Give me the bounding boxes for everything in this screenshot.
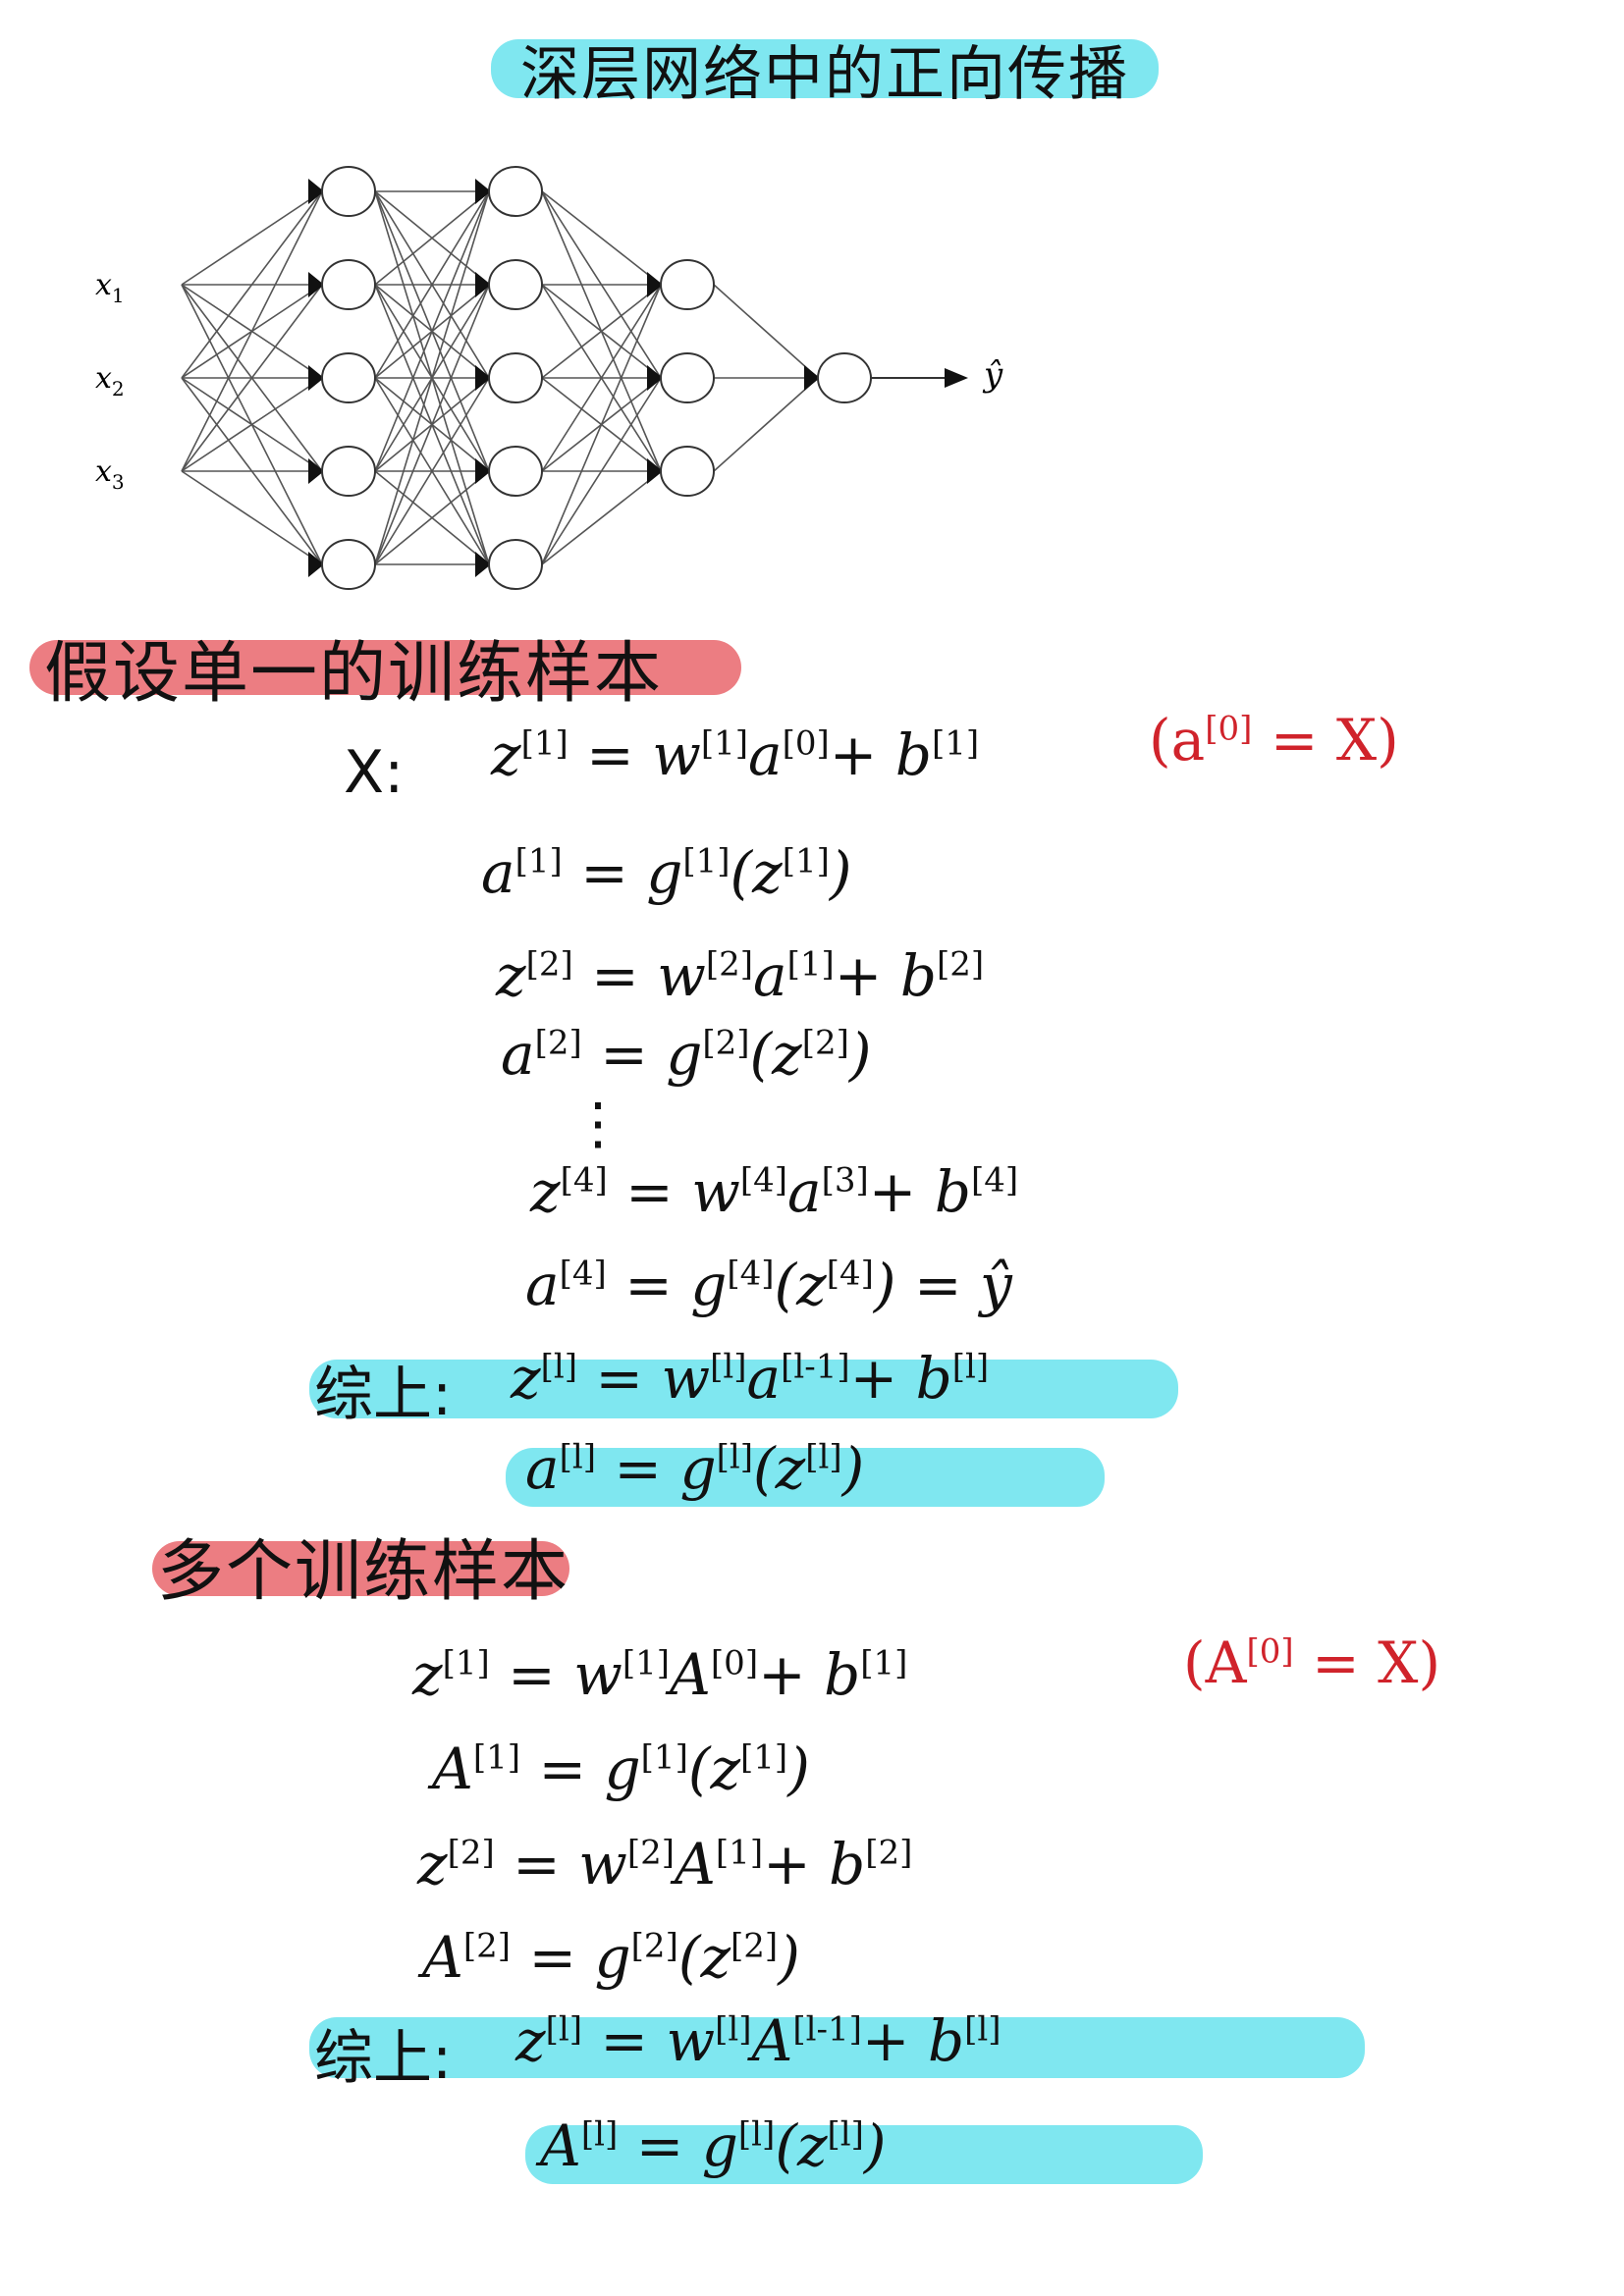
- edge-l2n4-l3n1: [541, 284, 662, 472]
- edge-l1n5-l2n1: [374, 190, 490, 565]
- neuron-l3n3: [660, 446, 715, 497]
- edge-l3n1-l4n1: [713, 284, 819, 379]
- single-heading-highlight: [29, 640, 741, 695]
- single-eq-6: a[4] = g[4](z[4]) = ŷ: [525, 1252, 1012, 1318]
- neuron-l1n4: [321, 446, 376, 497]
- neuron-l2n2: [488, 259, 543, 310]
- edge-l3n3-l4n1: [713, 377, 819, 472]
- neuron-arrow-icon: [308, 365, 324, 391]
- edge-l1n4-l2n1: [374, 190, 490, 472]
- neuron-l1n1: [321, 166, 376, 217]
- single-summary-eq-2: a[l] = g[l](z[l]): [525, 1435, 865, 1502]
- multi-eq-1: z[1] = w[1]A[0]+ b[1]: [412, 1641, 908, 1708]
- single-eq-4: a[2] = g[2](z[2]): [501, 1021, 872, 1088]
- network-nodes: [308, 166, 872, 590]
- neuron-arrow-icon: [647, 272, 663, 297]
- input-label-x2: x2: [95, 361, 125, 400]
- multi-note: (A[0] = X): [1183, 1629, 1441, 1696]
- neuron-l3n2: [660, 352, 715, 403]
- neuron-l2n5: [488, 539, 543, 590]
- page-title: 深层网络中的正向传播: [520, 39, 1129, 109]
- neuron-arrow-icon: [647, 365, 663, 391]
- edge-input3-l1n1: [181, 190, 323, 472]
- neuron-l3n1: [660, 259, 715, 310]
- multi-summary-highlight-2: [525, 2125, 1203, 2184]
- input-label-x3: x3: [95, 454, 125, 494]
- neuron-l4n1: [817, 352, 872, 403]
- edge-l1n5-l2n4: [374, 470, 490, 565]
- multi-eq-2: A[1] = g[1](z[1]): [432, 1735, 810, 1802]
- edge-l1n2-l2n1: [374, 190, 490, 286]
- edge-l1n3-l2n1: [374, 190, 490, 379]
- neuron-arrow-icon: [475, 458, 491, 484]
- multi-heading-highlight: [152, 1541, 569, 1596]
- edge-l2n5-l3n3: [541, 470, 662, 565]
- edge-l2n5-l3n2: [541, 377, 662, 565]
- single-eq-2: a[1] = g[1](z[1]): [481, 839, 852, 906]
- input-label-x1: x1: [95, 268, 125, 307]
- neuron-l2n1: [488, 166, 543, 217]
- edge-input1-l1n1: [181, 190, 323, 286]
- network-edges: [181, 190, 968, 565]
- neuron-l1n3: [321, 352, 376, 403]
- single-ellipsis: ⋮: [569, 1090, 626, 1156]
- single-eq-3: z[2] = w[2]a[1]+ b[2]: [496, 942, 985, 1009]
- neuron-arrow-icon: [475, 552, 491, 577]
- neuron-arrow-icon: [308, 179, 324, 204]
- single-eq-1: z[1] = w[1]a[0]+ b[1]: [491, 721, 980, 788]
- edge-l1n5-l2n3: [374, 377, 490, 565]
- single-summary-label: 综上:: [314, 1361, 453, 1429]
- edge-l2n5-l3n1: [541, 284, 662, 565]
- multi-summary-highlight-1: [309, 2017, 1365, 2078]
- neuron-arrow-icon: [308, 552, 324, 577]
- neuron-arrow-icon: [804, 365, 820, 391]
- single-sample-heading: 假设单一的训练样本: [44, 635, 664, 713]
- title-highlight: [491, 39, 1159, 98]
- neuron-arrow-icon: [475, 179, 491, 204]
- multi-summary-eq-1: z[l] = w[l]A[l-1]+ b[l]: [515, 2007, 1001, 2074]
- edge-l1n5-l2n2: [374, 284, 490, 565]
- multi-sample-heading: 多个训练样本: [157, 1533, 570, 1611]
- edge-input3-l1n3: [181, 377, 323, 472]
- edge-l2n1-l3n1: [541, 190, 662, 286]
- single-summary-highlight-2: [506, 1448, 1105, 1507]
- edge-input3-l1n2: [181, 284, 323, 472]
- network-labels: x1 x2 x3 ŷ: [95, 268, 1003, 494]
- multi-summary-label: 综上:: [314, 2024, 453, 2093]
- neural-network-diagram: x1 x2 x3 ŷ: [95, 166, 1003, 590]
- edge-input2-l1n1: [181, 190, 323, 379]
- neuron-l2n4: [488, 446, 543, 497]
- multi-eq-4: A[2] = g[2](z[2]): [422, 1924, 800, 1991]
- neuron-l1n2: [321, 259, 376, 310]
- edge-l2n3-l3n1: [541, 284, 662, 379]
- multi-summary-eq-2: A[l] = g[l](z[l]): [540, 2112, 887, 2179]
- single-summary-eq-1: z[l] = w[l]a[l-1]+ b[l]: [511, 1345, 990, 1412]
- neuron-arrow-icon: [647, 458, 663, 484]
- neuron-arrow-icon: [475, 272, 491, 297]
- output-label-yhat: ŷ: [982, 355, 1003, 395]
- single-eq-5: z[4] = w[4]a[3]+ b[4]: [530, 1158, 1019, 1225]
- neuron-arrow-icon: [308, 272, 324, 297]
- x-label: X:: [344, 738, 405, 807]
- neuron-arrow-icon: [308, 458, 324, 484]
- neuron-l2n3: [488, 352, 543, 403]
- neuron-l1n5: [321, 539, 376, 590]
- edge-input3-l1n5: [181, 470, 323, 565]
- single-note: (a[0] = X): [1149, 707, 1399, 774]
- multi-eq-3: z[2] = w[2]A[1]+ b[2]: [417, 1831, 913, 1897]
- single-summary-highlight-1: [309, 1360, 1178, 1418]
- neuron-arrow-icon: [475, 365, 491, 391]
